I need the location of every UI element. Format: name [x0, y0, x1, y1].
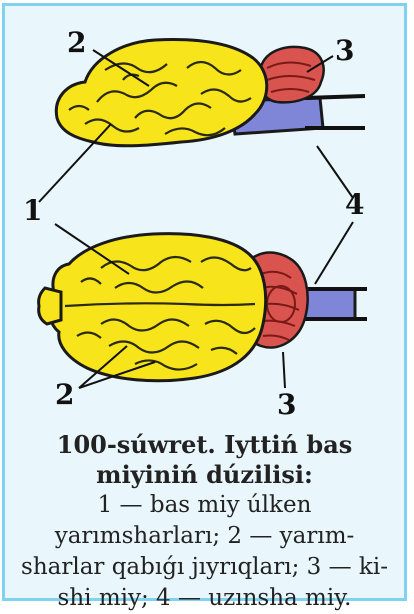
- hemisphere-top: [50, 234, 266, 381]
- caption-line: shi miy; 4 — uzınsha miy.: [11, 583, 398, 614]
- label-2-top: 2: [67, 26, 86, 59]
- caption-title: 100-súwret. Iyttiń bas miyiniń dúzilisi:: [19, 430, 390, 490]
- hemisphere-side: [56, 40, 266, 146]
- caption-line: 1 — bas miy úlken: [11, 490, 398, 521]
- label-1: 1: [23, 194, 42, 227]
- caption-line: yarımsharları; 2 — yarım-: [11, 521, 398, 552]
- brain-svg: 2 3 1 4 2 3: [5, 6, 404, 426]
- caption-line: sharlar qabıǵı jıyrıqları; 3 — ki-: [11, 552, 398, 583]
- label-2-bottom: 2: [55, 378, 74, 411]
- brain-illustration: 2 3 1 4 2 3: [5, 6, 404, 426]
- cerebellum-side: [259, 47, 323, 102]
- label-4: 4: [345, 188, 364, 221]
- label-3-bottom: 3: [277, 388, 296, 421]
- brain-top-view: [39, 234, 367, 381]
- figure-caption: 100-súwret. Iyttiń bas miyiniń dúzilisi:…: [5, 430, 404, 614]
- figure-frame: 2 3 1 4 2 3 100-súwret. Iyttiń bas miyin…: [2, 3, 407, 601]
- caption-body: 1 — bas miy úlken yarımsharları; 2 — yar…: [11, 490, 398, 614]
- label-3-top: 3: [335, 34, 354, 67]
